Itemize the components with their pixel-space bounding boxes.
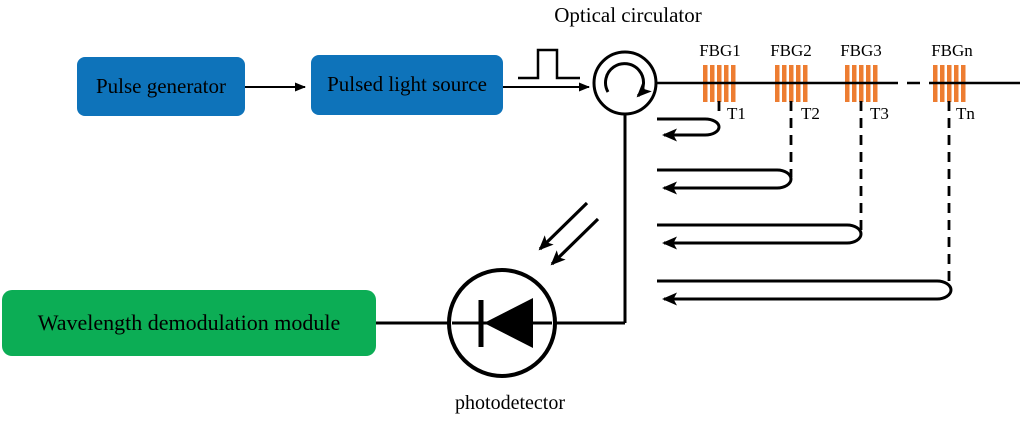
tn-label: Tn: [956, 104, 975, 123]
wavelength-demodulation-module-label: Wavelength demodulation module: [37, 309, 341, 335]
t2-label: T2: [801, 104, 820, 123]
fbg2-label: FBG2: [770, 41, 812, 60]
pulsed-light-source-label: Pulsed light source: [327, 72, 487, 97]
optical-circulator-label: Optical circulator: [554, 3, 702, 27]
t3-label: T3: [870, 104, 889, 123]
echo-arrow-fbg3: [657, 223, 863, 250]
fbg3-label: FBG3: [840, 41, 882, 60]
echo-arrow-fbgn: [657, 279, 953, 306]
fbg1-label: FBG1: [699, 41, 741, 60]
wavelength-demodulation-module-block: Wavelength demodulation module: [2, 290, 376, 356]
incident-light-arrows: [538, 201, 600, 266]
t1-label: T1: [727, 104, 746, 123]
optical-circulator-symbol: [592, 50, 658, 116]
pulse-generator-block: Pulse generator: [77, 57, 245, 116]
light-arrow-icon: [538, 201, 589, 251]
circulator-rotation-arrow-icon: [604, 62, 652, 98]
photodetector-symbol: [447, 268, 557, 378]
echo-arrow-fbg1: [657, 117, 721, 142]
pulse-generator-label: Pulse generator: [95, 73, 227, 98]
echo-arrow-fbg2: [657, 168, 793, 195]
circulator-circle: [592, 50, 658, 116]
diode-triangle-icon: [484, 298, 533, 348]
photodetector-label: photodetector: [455, 392, 565, 414]
pulsed-light-source-block: Pulsed light source: [311, 55, 503, 115]
pulse-waveform-symbol: [518, 48, 580, 80]
light-arrow-icon: [550, 217, 600, 266]
fbgn-label: FBGn: [931, 41, 973, 60]
